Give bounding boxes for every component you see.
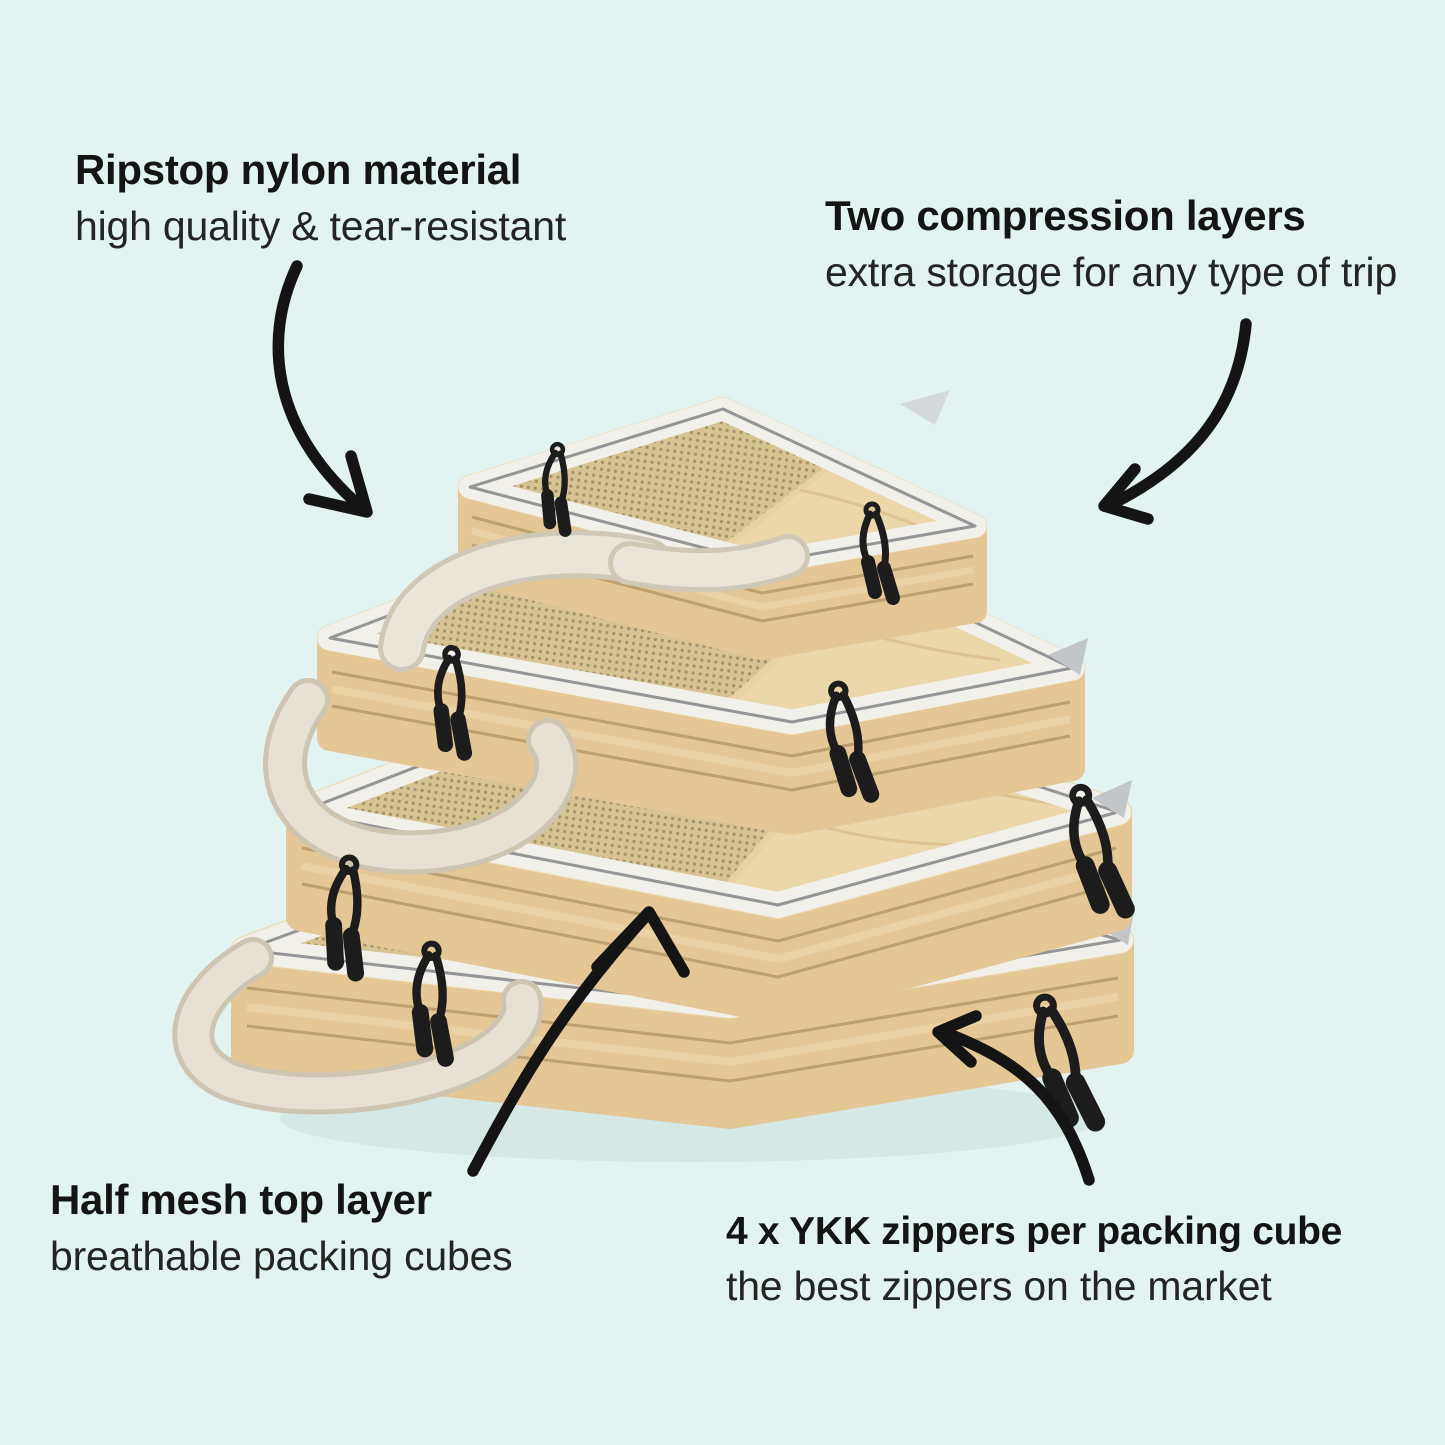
feature-label-mesh: Half mesh top layer breathable packing c… — [50, 1176, 513, 1280]
feature-title: 4 x YKK zippers per packing cube — [726, 1210, 1343, 1253]
arrow-zippers-icon — [932, 1010, 1095, 1186]
feature-title: Two compression layers — [825, 192, 1306, 239]
arrow-compression-icon — [1098, 318, 1252, 525]
feature-label-zippers: 4 x YKK zippers per packing cube the bes… — [726, 1210, 1342, 1310]
carry-handle-straps — [172, 530, 810, 1115]
feature-title: Ripstop nylon material — [75, 146, 522, 193]
feature-label-compression: Two compression layers extra storage for… — [825, 192, 1397, 296]
arrow-ripstop-icon — [272, 260, 373, 518]
feature-subtitle: the best zippers on the market — [726, 1263, 1272, 1309]
fabric-tab — [900, 390, 950, 425]
feature-subtitle: breathable packing cubes — [50, 1233, 513, 1279]
fabric-tab — [1092, 780, 1132, 818]
feature-subtitle: extra storage for any type of trip — [825, 249, 1398, 295]
feature-subtitle: high quality & tear-resistant — [75, 203, 567, 249]
arrow-mesh-icon — [467, 906, 690, 1177]
feature-title: Half mesh top layer — [50, 1176, 432, 1223]
fabric-tab — [1048, 638, 1088, 675]
feature-label-ripstop: Ripstop nylon material high quality & te… — [75, 146, 566, 250]
